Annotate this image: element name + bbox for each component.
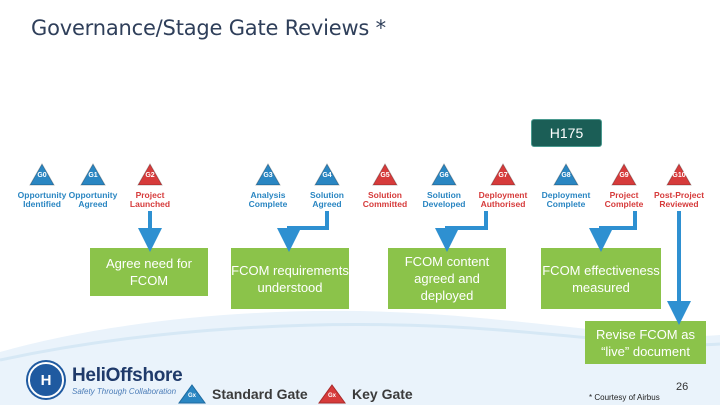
gate-label: Opportunity Identified	[17, 190, 67, 209]
legend-standard-label: Standard Gate	[212, 386, 308, 402]
box-agree-need: Agree need for FCOM	[90, 248, 208, 296]
legend-standard: Gx Standard Gate	[178, 384, 308, 404]
logo-name: HeliOffshore	[72, 364, 183, 386]
box-revise: Revise FCOM as “live” document	[585, 321, 706, 364]
standard-gate-icon: G1	[80, 163, 106, 186]
gate-code: G6	[439, 172, 449, 179]
standard-gate-icon: G3	[255, 163, 281, 186]
key-gate-icon: G7	[490, 163, 516, 186]
gate-label: Solution Developed	[422, 190, 466, 209]
box-requirements: FCOM requirements understood	[231, 248, 349, 309]
box-content-deployed: FCOM content agreed and deployed	[388, 248, 506, 309]
gate-code: G3	[263, 172, 273, 179]
gate-code: G1	[88, 172, 98, 179]
gate-code: G7	[498, 172, 508, 179]
key-gate-icon: G10	[666, 163, 692, 186]
standard-gate-icon: Gx	[178, 384, 206, 404]
key-gate-icon: G2	[137, 163, 163, 186]
gate-code: G5	[380, 172, 390, 179]
gate-label: Project Launched	[129, 190, 171, 209]
gate-code: G8	[561, 172, 571, 179]
courtesy-note: * Courtesy of Airbus	[589, 393, 660, 402]
box-effectiveness: FCOM effectiveness measured	[541, 248, 661, 309]
page-number: 26	[676, 381, 689, 393]
legend-key: Gx Key Gate	[318, 384, 413, 404]
gate-code: G0	[37, 172, 47, 179]
gate-code: G9	[619, 172, 629, 179]
page-title: Governance/Stage Gate Reviews *	[31, 16, 386, 40]
gate-label: Opportunity Agreed	[68, 190, 118, 209]
gate-label: Project Complete	[604, 190, 644, 209]
standard-gate-icon: G4	[314, 163, 340, 186]
gate-label: Analysis Complete	[248, 190, 288, 209]
key-gate-icon: G5	[372, 163, 398, 186]
key-gate-icon: Gx	[318, 384, 346, 404]
gate-label: Solution Committed	[362, 190, 408, 209]
logo-mark-icon: H	[28, 362, 64, 398]
gate-code: G2	[145, 172, 155, 179]
gate-label: Post-Project Reviewed	[653, 190, 705, 209]
gate-label: Deployment Authorised	[478, 190, 528, 209]
logo-tagline: Safety Through Collaboration	[72, 386, 177, 396]
gate-code: G4	[322, 172, 332, 179]
gate-label: Solution Agreed	[310, 190, 344, 209]
heli-offshore-logo: H HeliOffshore Safety Through Collaborat…	[28, 362, 183, 398]
gate-code: G10	[672, 172, 686, 179]
legend-key-label: Key Gate	[352, 386, 413, 402]
standard-gate-icon: G8	[553, 163, 579, 186]
gate-label: Deployment Complete	[541, 190, 591, 209]
key-gate-icon: G9	[611, 163, 637, 186]
standard-gate-icon: G6	[431, 163, 457, 186]
standard-gate-icon: G0	[29, 163, 55, 186]
aircraft-label: H175	[531, 119, 602, 147]
